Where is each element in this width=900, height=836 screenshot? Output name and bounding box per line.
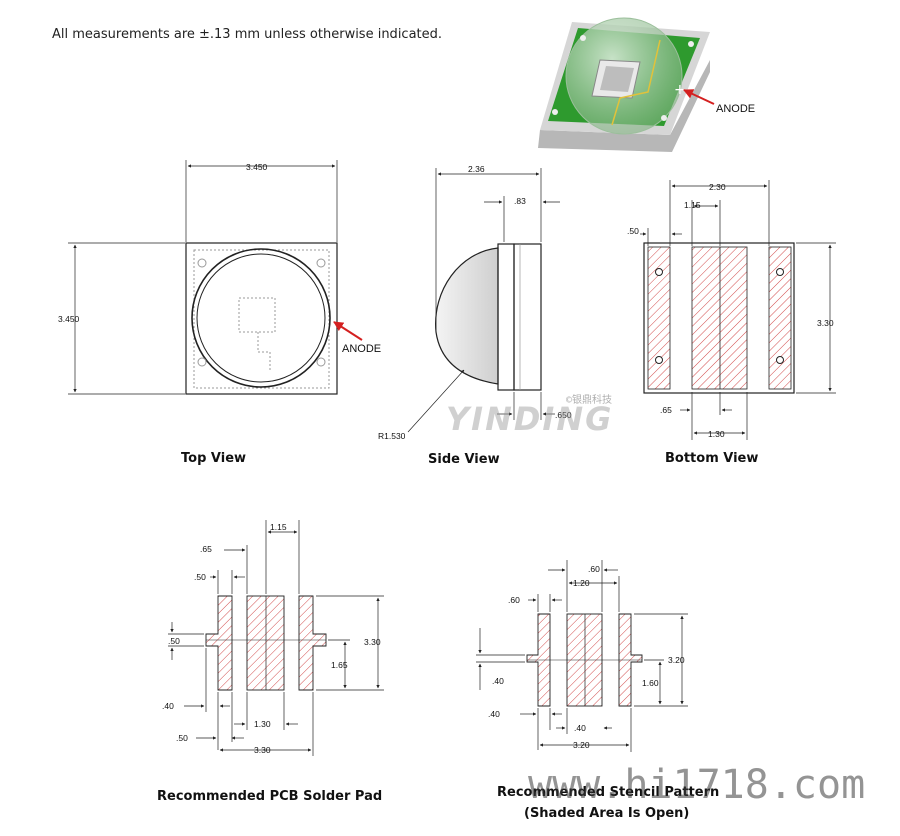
bottom-view-pad-left (647, 246, 671, 390)
top-view-hole (316, 357, 326, 367)
side-view-drawing (407, 168, 560, 433)
bottom-view-hole (655, 356, 663, 364)
led-photo-chip-inner (600, 66, 634, 92)
pcb-gap-label: .65 (200, 544, 212, 554)
top-view-hole (316, 258, 326, 268)
bottom-view-hole (655, 268, 663, 276)
bottom-view-span-label: 2.30 (709, 182, 726, 192)
pcb-side-label: .50 (194, 572, 206, 582)
stencil-tabext-label: .40 (488, 709, 500, 719)
bottom-view-body (643, 242, 795, 394)
side-view-radius-label: R1.530 (378, 431, 406, 441)
bottom-view-drawing (640, 180, 836, 440)
stencil-subtitle: (Shaded Area Is Open) (524, 806, 690, 821)
side-view-overall-label: 2.36 (468, 164, 485, 174)
watermark-logo-cn: ©银鼎科技 (566, 395, 613, 406)
stencil-gapbottom-label: .40 (574, 723, 586, 733)
pcb-half-label: 1.65 (331, 660, 348, 670)
side-view-standoff-label: .650 (555, 410, 572, 420)
top-view-chip (238, 297, 276, 333)
side-view-base-label: .83 (514, 196, 526, 206)
pcb-total-label: 3.30 (254, 745, 271, 755)
bottom-view-pad-right (768, 246, 792, 390)
led-photo-hole (552, 109, 558, 115)
pcb-pad-center (246, 595, 285, 691)
top-view-body (185, 242, 338, 395)
pcb-pad-left (205, 595, 233, 691)
stencil-total-label: 3.20 (573, 740, 590, 750)
top-view-lens-inner (196, 253, 326, 383)
pcb-tabext-label: .40 (162, 701, 174, 711)
led-photo-render: + ANODE (538, 17, 755, 152)
side-view-title: Side View (428, 452, 500, 467)
led-photo-plus: + (674, 82, 686, 98)
pcb-pad-title: Recommended PCB Solder Pad (157, 789, 383, 804)
led-photo-trace (611, 39, 661, 126)
side-view-radius-leader (407, 369, 465, 433)
side-view-base (513, 243, 542, 391)
stencil-side-label: .60 (508, 595, 520, 605)
stencil-center-label: 1.20 (573, 578, 590, 588)
bottom-view-gap-label: .65 (660, 405, 672, 415)
anode-photo-label: ANODE (716, 103, 755, 115)
top-view-lens-outer (191, 248, 331, 388)
top-view-height-label: 3.450 (58, 314, 80, 324)
top-view-inner-outline (193, 249, 330, 389)
side-view-flange (497, 243, 515, 391)
tolerance-note: All measurements are ±.13 mm unless othe… (52, 27, 443, 42)
bottom-view-height-label: 3.30 (817, 318, 834, 328)
led-photo-hole (580, 35, 586, 41)
top-view-hole (197, 357, 207, 367)
watermark-site: www.hi1718.com (528, 762, 866, 808)
pcb-pad-right (298, 595, 327, 691)
top-view-drawing (68, 160, 363, 395)
pcb-center-label: 1.15 (270, 522, 287, 532)
pcb-pad-drawing (168, 520, 384, 756)
bottom-view-center-label: 1.15 (684, 200, 701, 210)
top-view-title: Top View (181, 451, 247, 466)
pcb-height-label: 3.30 (364, 637, 381, 647)
pcb-tabw-label: .50 (176, 733, 188, 743)
stencil-drawing (476, 560, 688, 752)
pcb-pitch-label: 1.30 (254, 719, 271, 729)
side-view-dome (435, 247, 499, 385)
led-photo-hole (688, 41, 694, 47)
stencil-height-label: 3.20 (668, 655, 685, 665)
top-view-width-label: 3.450 (246, 162, 268, 172)
stencil-half-label: 1.60 (642, 678, 659, 688)
bottom-view-hole (776, 268, 784, 276)
stencil-title: Recommended Stencil Pattern (497, 785, 720, 800)
stencil-tab-label: .40 (492, 676, 504, 686)
anode-top-arrow (333, 321, 363, 341)
pcb-tab-label: .50 (168, 636, 180, 646)
anode-photo-arrow (683, 89, 715, 105)
top-view-trace (257, 332, 271, 372)
bottom-view-pad-center (691, 246, 748, 390)
watermark-logo: YINDING (446, 400, 614, 438)
bottom-view-pitch-label: 1.30 (708, 429, 725, 439)
stencil-gaptop-label: .60 (588, 564, 600, 574)
top-view-hole (197, 258, 207, 268)
led-photo-hole (661, 115, 667, 121)
bottom-view-title: Bottom View (665, 451, 759, 466)
bottom-view-side-label: .50 (627, 226, 639, 236)
anode-top-label: ANODE (342, 343, 381, 355)
bottom-view-hole (776, 356, 784, 364)
